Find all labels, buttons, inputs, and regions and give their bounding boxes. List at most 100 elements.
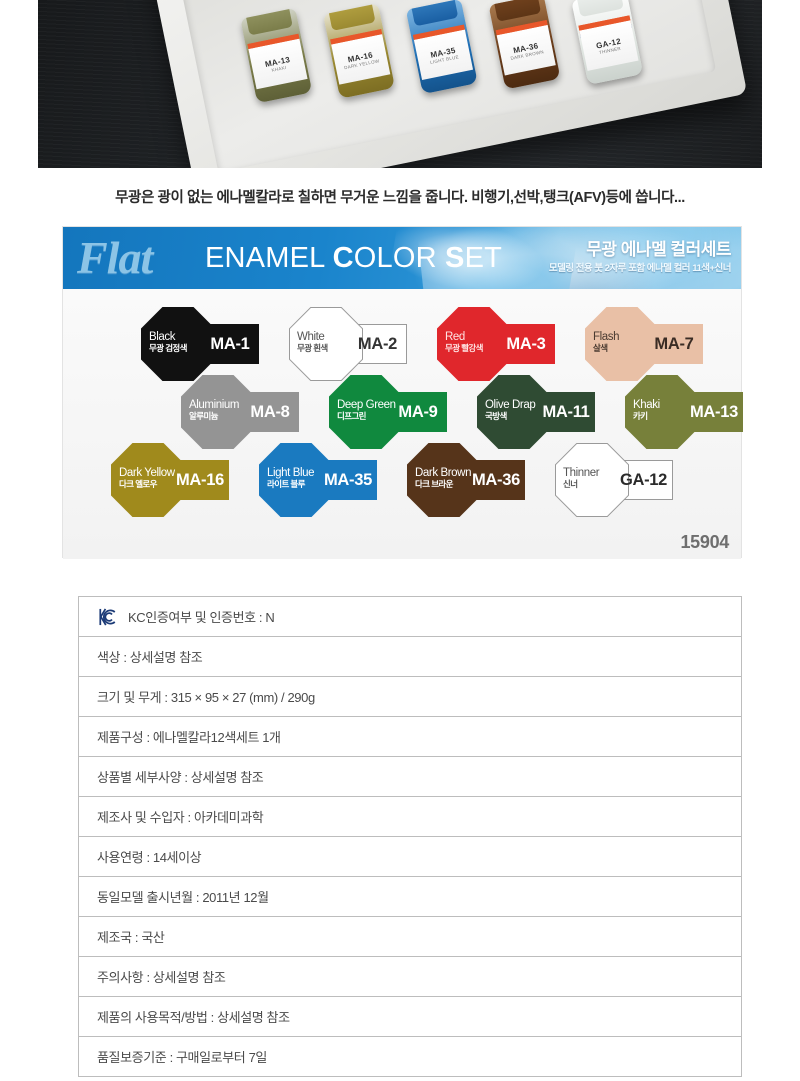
chip-octagon: [585, 307, 659, 381]
kc-certification-logo: [99, 607, 116, 626]
panel-banner: Flat ENAMEL COLOR SET 무광 에나멜 컬러세트 모델링 전용…: [63, 227, 741, 289]
spec-row-text: 사용연령 : 14세이상: [97, 850, 202, 865]
spec-row: 제품의 사용목적/방법 : 상세설명 참조: [79, 997, 741, 1037]
chip-name-en: Deep Green: [337, 399, 396, 411]
chip-name-kr: 다크 옐로우: [119, 478, 157, 489]
spec-row: 품질보증기준 : 구매일로부터 7일: [79, 1037, 741, 1077]
chip-octagon: [555, 443, 629, 517]
chip-name-kr: 디프그린: [337, 410, 366, 421]
spec-row: 크기 및 무게 : 315 × 95 × 27 (mm) / 290g: [79, 677, 741, 717]
chip-code: MA-7: [654, 334, 694, 353]
chip-name-en: Black: [149, 331, 176, 343]
spec-row-text: KC인증여부 및 인증번호 : N: [128, 610, 275, 625]
chip-code: MA-35: [323, 470, 372, 489]
chip-name-kr: 무광 흰색: [297, 342, 328, 353]
spec-row: 색상 : 상세설명 참조: [79, 637, 741, 677]
spec-row-text: 제품의 사용목적/방법 : 상세설명 참조: [97, 1010, 290, 1025]
chip-octagon: [407, 443, 481, 517]
chip-name-kr: 알루미늄: [189, 410, 218, 421]
chip-code: MA-8: [250, 402, 290, 421]
spec-row-text: 제품구성 : 에나멜칼라12색세트 1개: [97, 730, 281, 745]
spec-row: 제조사 및 수입자 : 아카데미과학: [79, 797, 741, 837]
chip-octagon: [259, 443, 333, 517]
chip-name-en: Dark Brown: [415, 467, 472, 479]
chip-octagon: [329, 375, 403, 449]
chip-name-en: Thinner: [563, 467, 600, 479]
chip-octagon: [625, 375, 699, 449]
banner-korean-subtitle: 모델링 전용 붓 2자루 포함 에나멜 컬러 11색+신너: [548, 263, 732, 274]
flat-script-logo: Flat: [77, 232, 153, 283]
chip-octagon: [437, 307, 511, 381]
bottle-cap: [573, 0, 624, 18]
chip-code: MA-3: [506, 334, 546, 353]
chip-name-kr: 라이트 블루: [267, 478, 305, 489]
chip-name-en: Olive Drap: [485, 399, 536, 411]
chip-name-kr: 국방색: [485, 410, 507, 421]
chip-name-en: Flash: [593, 331, 620, 343]
chip-name-kr: 카키: [633, 410, 648, 421]
chip-code: MA-2: [357, 334, 398, 353]
spec-row: 동일모델 출시년월 : 2011년 12월: [79, 877, 741, 917]
chip-name-en: Dark Yellow: [119, 467, 175, 479]
chip-name-en: Light Blue: [267, 467, 315, 479]
chip-octagon: [289, 307, 363, 381]
product-caption: 무광은 광이 없는 에나멜칼라로 칠하면 무거운 느낌을 줍니다. 비행기,선박…: [115, 190, 685, 206]
spec-row: KC인증여부 및 인증번호 : N: [79, 597, 741, 637]
spec-row-text: 크기 및 무게 : 315 × 95 × 27 (mm) / 290g: [97, 690, 315, 705]
banner-title: ENAMEL COLOR SET: [205, 242, 503, 274]
spec-row: 제품구성 : 에나멜칼라12색세트 1개: [79, 717, 741, 757]
chip-name-en: Aluminium: [189, 399, 240, 411]
chip-code: MA-36: [471, 470, 520, 489]
spec-row-text: 제조사 및 수입자 : 아카데미과학: [97, 810, 264, 825]
chip-octagon: [181, 375, 255, 449]
chip-octagon: [141, 307, 215, 381]
spec-row: 사용연령 : 14세이상: [79, 837, 741, 877]
chip-code: MA-9: [398, 402, 438, 421]
chip-code: MA-1: [210, 334, 250, 353]
spec-row-text: 동일모델 출시년월 : 2011년 12월: [97, 890, 269, 905]
chip-code: MA-11: [542, 402, 590, 421]
chip-name-kr: 무광 빨강색: [445, 342, 483, 353]
chip-octagon: [111, 443, 185, 517]
spec-row-text: 품질보증기준 : 구매일로부터 7일: [97, 1050, 267, 1065]
spec-row-text: 색상 : 상세설명 참조: [97, 650, 203, 665]
product-panel: Flat ENAMEL COLOR SET 무광 에나멜 컬러세트 모델링 전용…: [62, 226, 743, 559]
product-number: 15904: [680, 532, 729, 552]
chip-name-kr: 살색: [593, 342, 608, 353]
chip-name-en: White: [297, 331, 325, 343]
spec-row-text: 주의사항 : 상세설명 참조: [97, 970, 226, 985]
bottle-cap: [491, 0, 542, 22]
spec-row: 제조국 : 국산: [79, 917, 741, 957]
chip-name-kr: 신너: [563, 478, 578, 489]
chip-name-kr: 무광 검정색: [149, 342, 187, 353]
spec-row: 상품별 세부사양 : 상세설명 참조: [79, 757, 741, 797]
spec-row-text: 제조국 : 국산: [97, 930, 165, 945]
